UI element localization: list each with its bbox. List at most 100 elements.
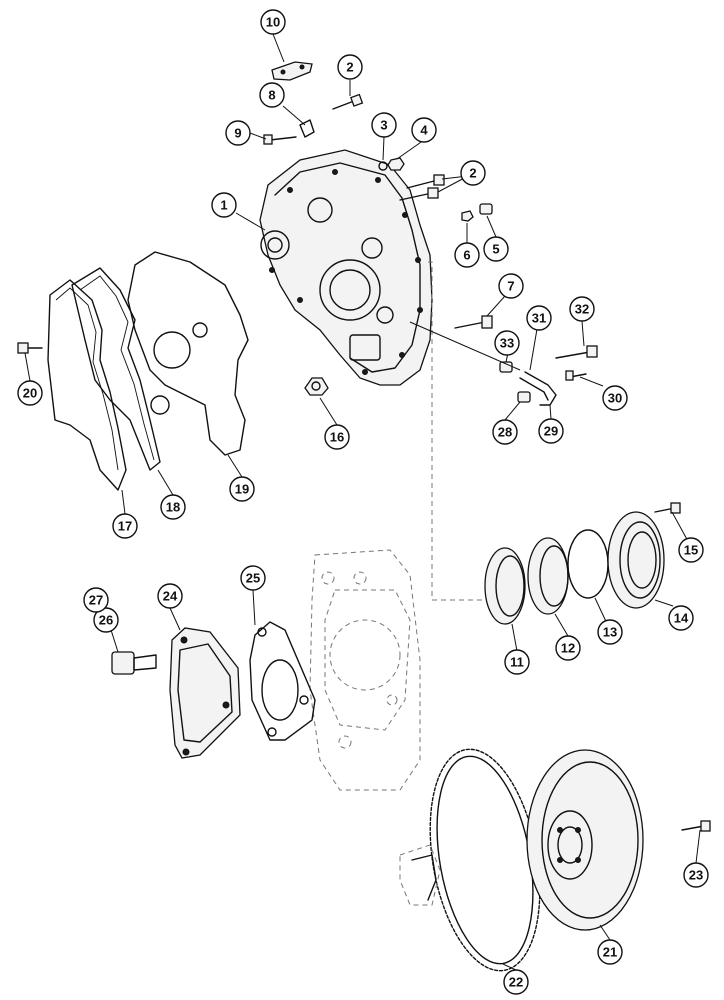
callout-label: 16 [330,430,344,445]
callout-18: 18 [160,494,186,520]
callout-label: 2 [469,166,476,181]
centerline [428,261,490,601]
callout-25: 25 [240,565,266,591]
callout-27: 27 [83,587,109,613]
callout-label: 9 [234,126,241,141]
callout-label: 8 [268,88,275,103]
gasket-part-25 [249,621,316,741]
callout-label: 2 [346,60,353,75]
callout-12: 12 [555,635,581,661]
callout-label: 18 [166,500,180,515]
callout-label: 22 [509,975,523,990]
callout-23: 23 [683,862,709,888]
retainer-part-14 [607,511,665,609]
cover-plate-part-24 [169,627,241,759]
callout-28: 28 [492,419,518,445]
callout-5: 5 [483,236,509,262]
callout-11: 11 [504,649,530,675]
callout-24: 24 [157,583,183,609]
callout-2-right: 2 [460,160,486,186]
callout-7: 7 [498,273,524,299]
nut-part-4 [387,157,405,171]
flywheel-part-21 [526,749,644,931]
callout-label: 5 [492,242,499,257]
seal-part-12 [527,537,569,615]
bolt-part-2-top [332,93,364,110]
callout-14: 14 [668,605,694,631]
callout-label: 1 [220,198,227,213]
tube-part-31 [519,371,557,406]
callout-10: 10 [260,9,286,35]
callout-2-top: 2 [337,54,363,80]
callout-30: 30 [602,385,628,411]
bolt-part-32 [555,345,598,359]
callout-label: 21 [603,945,617,960]
fitting-part-28 [517,391,531,403]
callout-32: 32 [569,296,595,322]
callout-8: 8 [259,82,285,108]
callout-label: 7 [507,279,514,294]
callout-label: 12 [561,641,575,656]
callout-label: 23 [689,868,703,883]
washer-part-3 [378,161,388,171]
bolt-part-20 [17,342,43,354]
crankshaft-end [399,844,441,906]
callout-label: 3 [380,118,387,133]
callout-16: 16 [324,424,350,450]
callout-label: 19 [235,482,249,497]
gasket-part-17 [47,279,127,491]
callout-13: 13 [597,619,623,645]
callout-9: 9 [225,120,251,146]
callout-label: 27 [89,593,103,608]
callout-label: 26 [99,613,113,628]
clip-part-8 [299,119,315,138]
flywheel-housing-part [259,149,433,386]
callout-label: 15 [684,543,698,558]
engine-block-outline [309,549,421,791]
callout-29: 29 [538,418,564,444]
callout-26: 26 [93,607,119,633]
bolt-part-30 [565,370,587,381]
bolt-part-26 [111,651,157,675]
callout-label: 20 [23,386,37,401]
callout-label: 30 [608,391,622,406]
plug-part-5 [479,203,493,215]
callout-label: 28 [498,425,512,440]
bolt-part-9 [263,134,297,145]
callout-label: 32 [575,302,589,317]
callout-label: 10 [266,15,280,30]
gasket-part-19 [127,251,249,456]
callout-20: 20 [17,380,43,406]
tube-line [409,321,521,371]
callout-1: 1 [211,192,237,218]
callout-31: 31 [526,305,552,331]
ring-part-13 [567,529,609,599]
callout-label: 33 [500,336,514,351]
callout-33: 33 [494,330,520,356]
callout-label: 25 [246,571,260,586]
callout-3: 3 [371,112,397,138]
callout-21: 21 [597,939,623,965]
callout-4: 4 [411,117,437,143]
bolt-part-7 [454,315,493,329]
callout-label: 29 [544,424,558,439]
callout-label: 31 [532,311,546,326]
callout-label: 17 [118,519,132,534]
callout-17: 17 [112,513,138,539]
callout-label: 6 [463,248,470,263]
plate-part-10 [271,61,313,81]
callout-15: 15 [678,537,704,563]
callout-22: 22 [503,969,529,995]
callout-label: 4 [420,123,428,138]
callout-6: 6 [454,242,480,268]
callout-19: 19 [229,476,255,502]
callout-label: 24 [163,589,178,604]
callout-label: 11 [510,655,524,670]
callout-label: 14 [674,611,689,626]
gasket-part-18 [71,267,161,471]
seal-part-11 [484,547,526,625]
bolts-part-2-right [399,174,445,201]
bolt-part-15 [654,502,681,514]
callout-label: 13 [603,625,617,640]
